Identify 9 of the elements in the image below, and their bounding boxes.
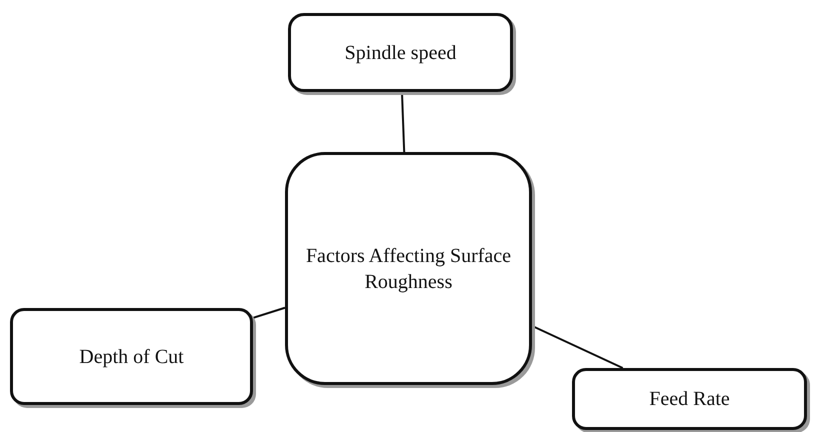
node-label: Depth of Cut — [78, 344, 185, 370]
node-label: Factors Affecting Surface Roughness — [304, 244, 512, 294]
rounded-box — [288, 13, 513, 92]
node-label: Feed Rate — [648, 387, 731, 412]
rounded-box — [10, 308, 253, 405]
rounded-box — [285, 152, 532, 385]
node-label: Spindle speed — [344, 40, 458, 66]
connector-line — [252, 306, 286, 319]
rounded-box — [572, 368, 807, 430]
